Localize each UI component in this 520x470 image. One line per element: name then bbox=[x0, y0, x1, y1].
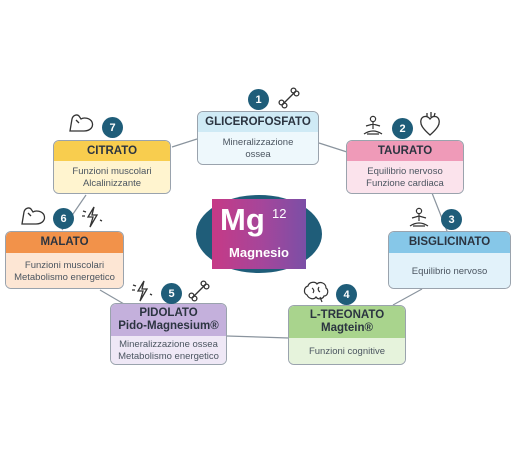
node-pidolato: PIDOLATO Pido-Magnesium® Mineralizzazion… bbox=[110, 303, 227, 365]
connector-4-5 bbox=[226, 335, 290, 339]
description-line: Funzioni muscolari bbox=[72, 166, 152, 177]
node-title-bar: GLICEROFOSFATO bbox=[198, 112, 318, 132]
description-line: Metabolismo energetico bbox=[14, 271, 115, 283]
node-number-badge: 6 bbox=[53, 208, 74, 229]
connector-3-4 bbox=[392, 288, 423, 306]
node-title: PIDOLATO bbox=[139, 307, 198, 319]
connector-7-1 bbox=[171, 138, 198, 148]
element-name: Magnesio bbox=[229, 245, 289, 260]
node-taurato: TAURATO Equilibrio nervoso Funzione card… bbox=[346, 140, 464, 194]
node-description: Funzioni cognitive bbox=[289, 338, 405, 364]
description-line: Mineralizzazione bbox=[222, 137, 294, 148]
node-number-badge: 7 bbox=[102, 117, 123, 138]
node-subtitle: Pido-Magnesium® bbox=[118, 320, 219, 332]
magnesium-element-tile bbox=[212, 199, 306, 269]
connector-1-2 bbox=[318, 142, 348, 153]
node-number-badge: 4 bbox=[336, 284, 357, 305]
node-description: Mineralizzazione ossea bbox=[198, 132, 318, 164]
muscle-icon bbox=[69, 114, 94, 132]
brain-icon bbox=[303, 281, 329, 303]
node-title: BISGLICINATO bbox=[408, 236, 491, 248]
node-citrato: CITRATO Funzioni muscolari Alcalinizzant… bbox=[53, 140, 171, 194]
node-title-bar: TAURATO bbox=[347, 141, 463, 161]
node-title: CITRATO bbox=[86, 144, 138, 157]
node-subtitle: Magtein® bbox=[321, 322, 373, 334]
node-title-bar: PIDOLATO Pido-Magnesium® bbox=[111, 304, 226, 336]
node-title: L-TREONATO bbox=[309, 309, 385, 321]
meditation-icon bbox=[363, 115, 383, 135]
node-title-bar: MALATO bbox=[6, 232, 123, 253]
muscle-icon bbox=[21, 207, 46, 225]
lightning-icon bbox=[132, 280, 153, 302]
node-l-treonato: L-TREONATO Magtein® Funzioni cognitive bbox=[288, 305, 406, 365]
description-line: Funzioni muscolari bbox=[24, 259, 105, 271]
bone-icon bbox=[278, 87, 300, 109]
node-description: Funzioni muscolari Metabolismo energetic… bbox=[6, 253, 123, 288]
meditation-icon bbox=[409, 207, 429, 227]
node-description: Mineralizzazione ossea Metabolismo energ… bbox=[111, 336, 226, 364]
node-number-badge: 1 bbox=[248, 89, 269, 110]
node-title-bar: CITRATO bbox=[54, 141, 170, 161]
node-title: TAURATO bbox=[377, 144, 433, 157]
atomic-number: 12 bbox=[272, 206, 287, 221]
description-line: Funzione cardiaca bbox=[366, 178, 444, 189]
node-description: Equilibrio nervoso bbox=[389, 253, 510, 288]
description-line: Metabolismo energetico bbox=[118, 351, 219, 362]
connector-5-6 bbox=[99, 289, 125, 305]
node-malato: MALATO Funzioni muscolari Metabolismo en… bbox=[5, 231, 124, 289]
node-title-bar: BISGLICINATO bbox=[389, 232, 510, 253]
description-line: Alcalinizzante bbox=[82, 178, 142, 189]
node-title-bar: L-TREONATO Magtein® bbox=[289, 306, 405, 338]
node-title: MALATO bbox=[40, 236, 89, 248]
node-number-badge: 5 bbox=[161, 283, 182, 304]
node-description: Equilibrio nervoso Funzione cardiaca bbox=[347, 161, 463, 193]
node-number-badge: 3 bbox=[441, 209, 462, 230]
lightning-icon bbox=[82, 206, 103, 228]
description-line: Funzioni cognitive bbox=[308, 346, 386, 357]
element-symbol: Mg bbox=[220, 202, 265, 237]
description-line: Equilibrio nervoso bbox=[411, 265, 488, 277]
node-number-badge: 2 bbox=[392, 118, 413, 139]
node-bisglicinato: BISGLICINATO Equilibrio nervoso bbox=[388, 231, 511, 289]
heart-icon bbox=[420, 112, 440, 136]
description-line: ossea bbox=[245, 149, 271, 160]
description-line: Equilibrio nervoso bbox=[367, 166, 443, 177]
description-line: Mineralizzazione ossea bbox=[119, 339, 218, 350]
node-description: Funzioni muscolari Alcalinizzante bbox=[54, 161, 170, 193]
node-title: GLICEROFOSFATO bbox=[205, 115, 311, 128]
bone-icon bbox=[188, 280, 210, 302]
node-glicerofosfato: GLICEROFOSFATO Mineralizzazione ossea bbox=[197, 111, 319, 165]
